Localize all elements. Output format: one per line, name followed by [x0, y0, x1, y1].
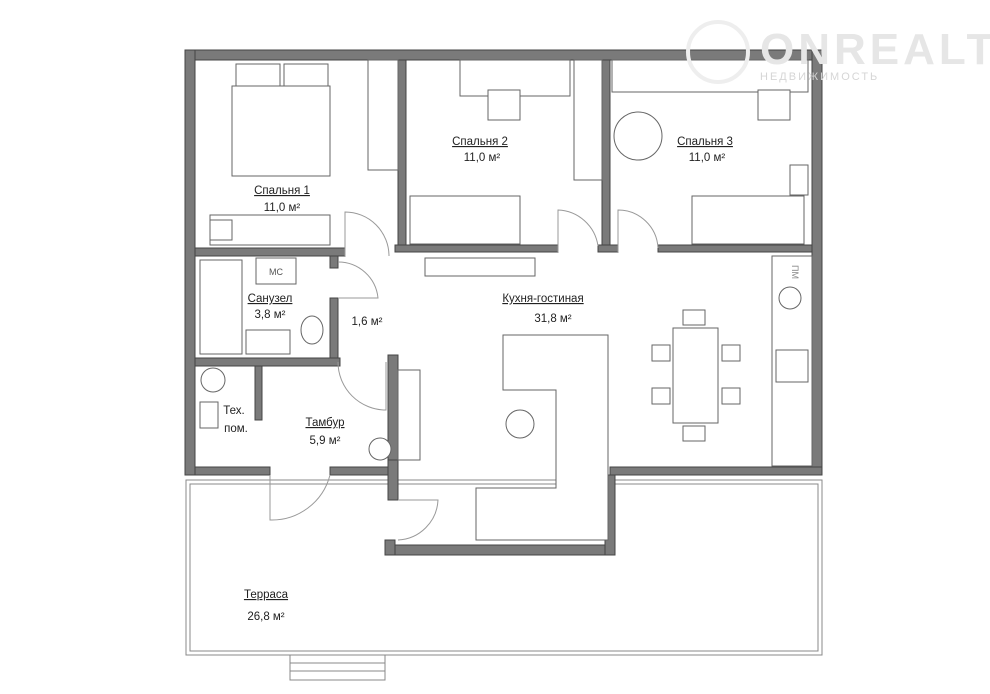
furniture-part: [368, 437, 392, 461]
terrace-part: [289, 654, 386, 681]
bedroom2-name: Спальня 2: [452, 136, 508, 148]
furniture-part: [721, 387, 741, 405]
furniture-part: [424, 257, 536, 277]
bedroom3-name: Спальня 3: [677, 136, 733, 148]
bedroom2-area: 11,0 м²: [464, 152, 501, 164]
furniture-part: [255, 257, 297, 285]
doors-part: [344, 211, 390, 257]
tech-room-name-2: пом.: [224, 423, 248, 435]
washing-machine-label: МС: [269, 267, 283, 277]
furniture-part: [691, 195, 805, 245]
walls-part: [184, 49, 196, 476]
kitchen-living-area: 31,8 м²: [534, 313, 571, 325]
walls: [184, 49, 823, 556]
dishwasher-label: ПМ: [790, 265, 800, 279]
bedroom1-area: 11,0 м²: [264, 202, 301, 214]
doors: [269, 209, 659, 541]
furniture-part: [300, 315, 324, 345]
furniture-part: [611, 59, 809, 93]
doors-part: [337, 261, 379, 299]
furniture-part: [672, 327, 719, 424]
furniture-part: [505, 409, 535, 439]
room-labels: Спальня 1 11,0 м² Спальня 2 11,0 м² Спал…: [223, 136, 733, 623]
furniture-part: [367, 59, 399, 171]
vestibule-name: Тамбур: [305, 417, 344, 429]
bathroom-area: 3,8 м²: [255, 309, 286, 321]
walls-part: [329, 297, 339, 363]
vestibule-area: 5,9 м²: [310, 435, 341, 447]
walls-part: [397, 59, 407, 251]
terrace-part: [189, 483, 819, 652]
furniture-part: [200, 367, 226, 393]
furniture-part: [475, 334, 609, 541]
walls-part: [194, 357, 341, 367]
furniture-part: [199, 259, 243, 355]
walls-part: [811, 49, 823, 476]
kitchen-living-name: Кухня-гостиная: [502, 293, 583, 305]
furniture-part: [682, 309, 706, 326]
walls-part: [254, 365, 263, 421]
furniture-part: [231, 85, 331, 177]
watermark-brand: ONREALT: [760, 25, 990, 74]
walls-part: [194, 466, 271, 476]
furniture-part: [789, 164, 809, 196]
walls-part: [384, 539, 396, 556]
walls-part: [394, 244, 559, 253]
terrace-part: [185, 479, 823, 656]
furniture-part: [613, 111, 663, 161]
terrace: [185, 479, 823, 681]
furniture-part: [651, 387, 671, 405]
furniture-part: [199, 401, 219, 429]
furniture-part: [487, 89, 521, 121]
watermark: ONREALT НЕДВИЖИМОСТЬ: [686, 20, 990, 84]
furniture-part: [397, 369, 421, 461]
hall-area: 1,6 м²: [352, 316, 383, 328]
doors-part: [557, 209, 599, 252]
watermark-subtitle: НЕДВИЖИМОСТЬ: [760, 71, 879, 83]
furniture-part: [409, 195, 521, 245]
walls-part: [184, 49, 823, 61]
doors-part: [337, 361, 387, 411]
doors-part: [617, 209, 659, 252]
doors-part: [397, 499, 439, 541]
furniture-part: [651, 344, 671, 362]
furniture-part: [209, 219, 233, 241]
walls-part: [387, 459, 399, 501]
walls-part: [384, 544, 616, 556]
bathroom-name: Санузел: [248, 293, 293, 305]
furniture-part: [245, 329, 291, 355]
terrace-name: Терраса: [244, 589, 289, 601]
bedroom1-name: Спальня 1: [254, 185, 310, 197]
furniture-part: [757, 89, 791, 121]
furniture: МС ПМ: [199, 59, 813, 541]
bedroom3-area: 11,0 м²: [689, 152, 726, 164]
furniture-part: [682, 425, 706, 442]
walls-part: [329, 255, 339, 269]
watermark-part: [686, 20, 750, 84]
walls-part: [657, 244, 813, 253]
walls-part: [609, 466, 823, 476]
walls-part: [194, 247, 346, 257]
walls-part: [597, 244, 619, 253]
furniture-part: [573, 59, 603, 181]
furniture-part: [778, 286, 802, 310]
walls-part: [601, 59, 611, 251]
terrace-area: 26,8 м²: [247, 611, 284, 623]
furniture-part: [283, 63, 329, 87]
doors-part: [269, 474, 331, 521]
tech-room-name-1: Тех.: [223, 405, 244, 417]
furniture-part: [235, 63, 281, 87]
furniture-part: [721, 344, 741, 362]
furniture-part: [775, 349, 809, 383]
